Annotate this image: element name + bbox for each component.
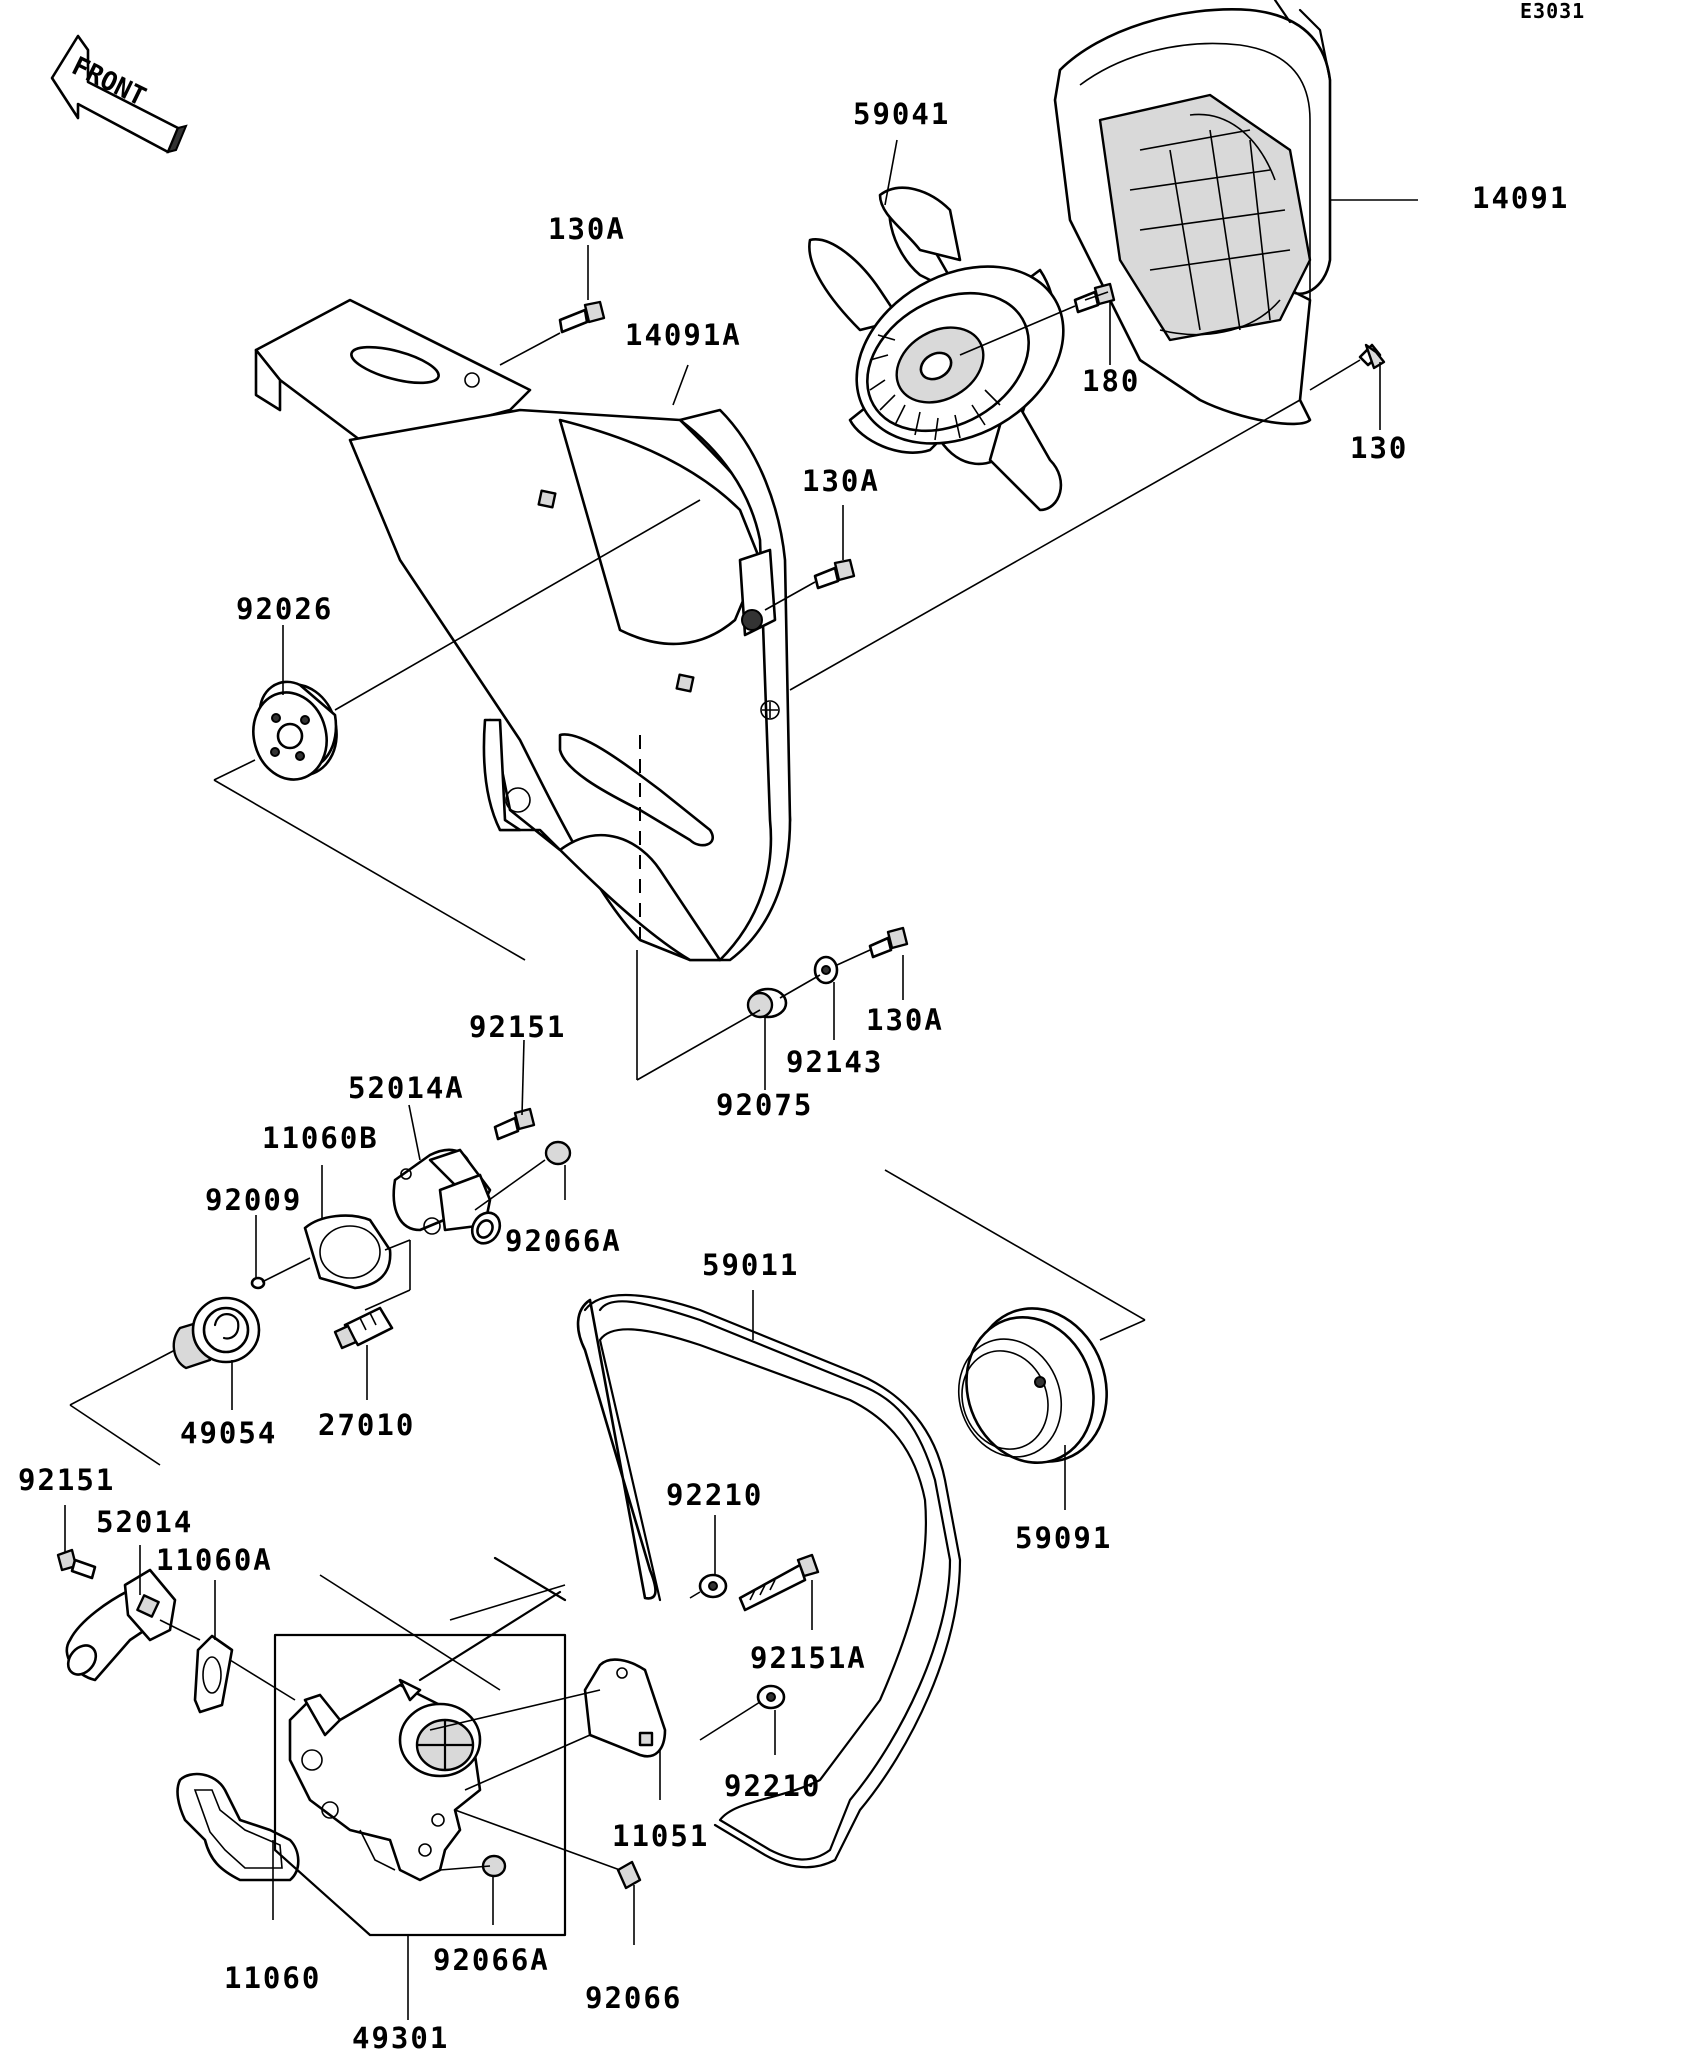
plug-92066 <box>616 1860 642 1890</box>
label-92026: 92026 <box>236 592 333 626</box>
label-14091: 14091 <box>1472 181 1569 215</box>
diagram-code: E3031 <box>1520 0 1585 23</box>
bolt-130A-top <box>558 300 606 334</box>
label-49301: 49301 <box>352 2021 449 2050</box>
washer-92143 <box>813 955 839 985</box>
gasket-11060A <box>193 1634 234 1714</box>
label-49054: 49054 <box>180 1416 277 1450</box>
label-52014: 52014 <box>96 1505 193 1539</box>
pin-92009 <box>250 1276 266 1290</box>
part-labels: 59041 14091 130A 14091A 180 130 130A 920… <box>18 97 1569 2050</box>
label-59011: 59011 <box>702 1248 799 1282</box>
thermostat-49054 <box>172 1296 261 1370</box>
bolt-92151A <box>738 1553 820 1612</box>
label-59091: 59091 <box>1015 1521 1112 1555</box>
water-pump-49301 <box>288 1678 482 1882</box>
nut-92210-top <box>698 1573 728 1599</box>
label-11051: 11051 <box>612 1819 709 1853</box>
label-92151-left: 92151 <box>18 1463 115 1497</box>
nut-92066A-top <box>544 1140 572 1166</box>
cooling-fan-59041 <box>808 186 1065 512</box>
label-92210-top: 92210 <box>666 1478 763 1512</box>
belt-guard-14091A <box>254 298 792 962</box>
pulley-59091 <box>957 1307 1108 1464</box>
assembly-outline <box>273 1556 567 1937</box>
label-92151A: 92151A <box>750 1641 867 1675</box>
label-11060: 11060 <box>224 1961 321 1995</box>
bolt-130A-mid <box>813 558 856 590</box>
label-92066A-top: 92066A <box>505 1224 622 1258</box>
label-130A-low: 130A <box>866 1003 944 1037</box>
label-11060A: 11060A <box>156 1543 273 1577</box>
label-130: 130 <box>1350 431 1408 465</box>
label-92066: 92066 <box>585 1981 682 2015</box>
thermostat-housing-52014A <box>392 1148 502 1245</box>
leader-lines <box>64 139 1418 2020</box>
bolt-180 <box>1073 282 1116 314</box>
damper-92026 <box>252 680 338 781</box>
label-92143: 92143 <box>786 1045 883 1079</box>
label-130A-mid: 130A <box>802 464 880 498</box>
label-14091A: 14091A <box>625 318 742 352</box>
bolt-130A-low <box>868 926 909 959</box>
nut-92210-low <box>756 1684 786 1710</box>
bolt-92151-top <box>493 1107 536 1141</box>
label-92210-low: 92210 <box>724 1769 821 1803</box>
label-180: 180 <box>1082 364 1140 398</box>
label-11060B: 11060B <box>262 1121 379 1155</box>
v-belt-59011 <box>576 1293 962 1869</box>
label-92075: 92075 <box>716 1088 813 1122</box>
pump-bracket-11051 <box>583 1658 667 1758</box>
label-92151-top: 92151 <box>469 1010 566 1044</box>
bolt-92151-left <box>56 1548 97 1580</box>
label-59041: 59041 <box>853 97 950 131</box>
gasket-11060 <box>176 1772 300 1882</box>
label-92066A-low: 92066A <box>433 1943 550 1977</box>
label-27010: 27010 <box>318 1408 415 1442</box>
label-92009: 92009 <box>205 1183 302 1217</box>
water-outlet-52014 <box>65 1568 177 1682</box>
label-130A-top: 130A <box>548 212 626 246</box>
label-52014A: 52014A <box>348 1071 465 1105</box>
front-arrow-icon: FRONT <box>50 34 188 154</box>
gasket-11060B <box>303 1214 392 1290</box>
temp-sensor-27010 <box>333 1306 394 1350</box>
fan-shroud-14091 <box>1053 0 1332 426</box>
